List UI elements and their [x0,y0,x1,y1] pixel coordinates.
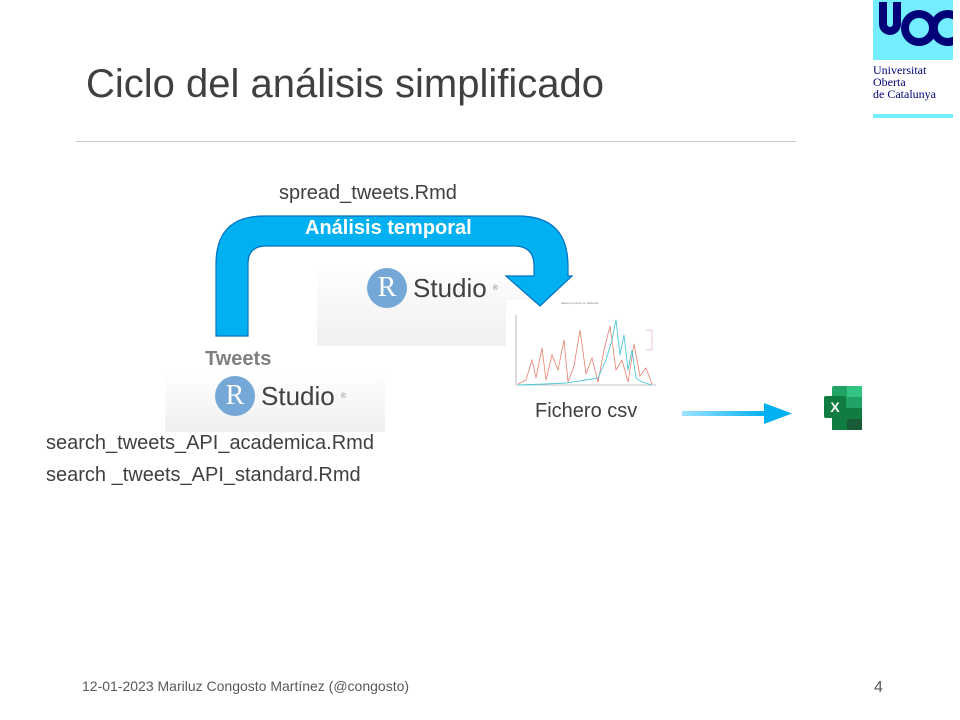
search-file-academica: search_tweets_API_academica.Rmd [46,432,374,454]
rstudio-logo-top: R Studio ® [367,268,498,308]
page-number: 4 [874,679,883,696]
slide-footer: 12-01-2023 Mariluz Congosto Martínez (@c… [82,678,410,694]
uoc-logo-line-1: Universitat [873,63,927,77]
rstudio-word: Studio [413,272,487,303]
spread-tweets-file: spread_tweets.Rmd [279,182,457,204]
uoc-logo-line-2: Oberta [873,75,906,89]
uoc-logo-text: Universitat Oberta de Catalunya [873,64,960,100]
csv-file-label: Fichero csv [535,400,638,422]
rstudio-logo-bottom: R Studio ® [215,376,346,416]
analysis-arrow [215,215,574,337]
rstudio-word: Studio [261,380,335,411]
uoc-letters-icon [879,2,953,46]
slide-title: Ciclo del análisis simplificado [86,62,604,106]
uoc-logo [873,0,953,60]
rstudio-reg: ® [492,284,498,292]
uoc-logo-line-3: de Catalunya [873,87,936,101]
rstudio-r-icon: R [215,376,255,416]
rstudio-card-bottom: R Studio ® [165,372,385,432]
export-arrow [682,403,792,424]
rstudio-reg: ® [340,392,346,400]
title-divider [76,141,796,142]
uoc-logo-underline [873,114,953,118]
svg-text:tweets per hour vs. Absence: tweets per hour vs. Absence [561,301,599,305]
excel-icon: X [824,386,862,430]
tweets-label: Tweets [205,348,272,370]
search-file-standard: search _tweets_API_standard.Rmd [46,464,361,486]
arrow-label: Análisis temporal [305,217,472,239]
rstudio-card-top: R Studio ® [317,262,541,346]
chart-thumbnail: tweets per hour vs. Absence [506,300,666,390]
rstudio-r-icon: R [367,268,407,308]
excel-letter: X [830,399,840,415]
uoc-logo-mark [875,2,953,60]
